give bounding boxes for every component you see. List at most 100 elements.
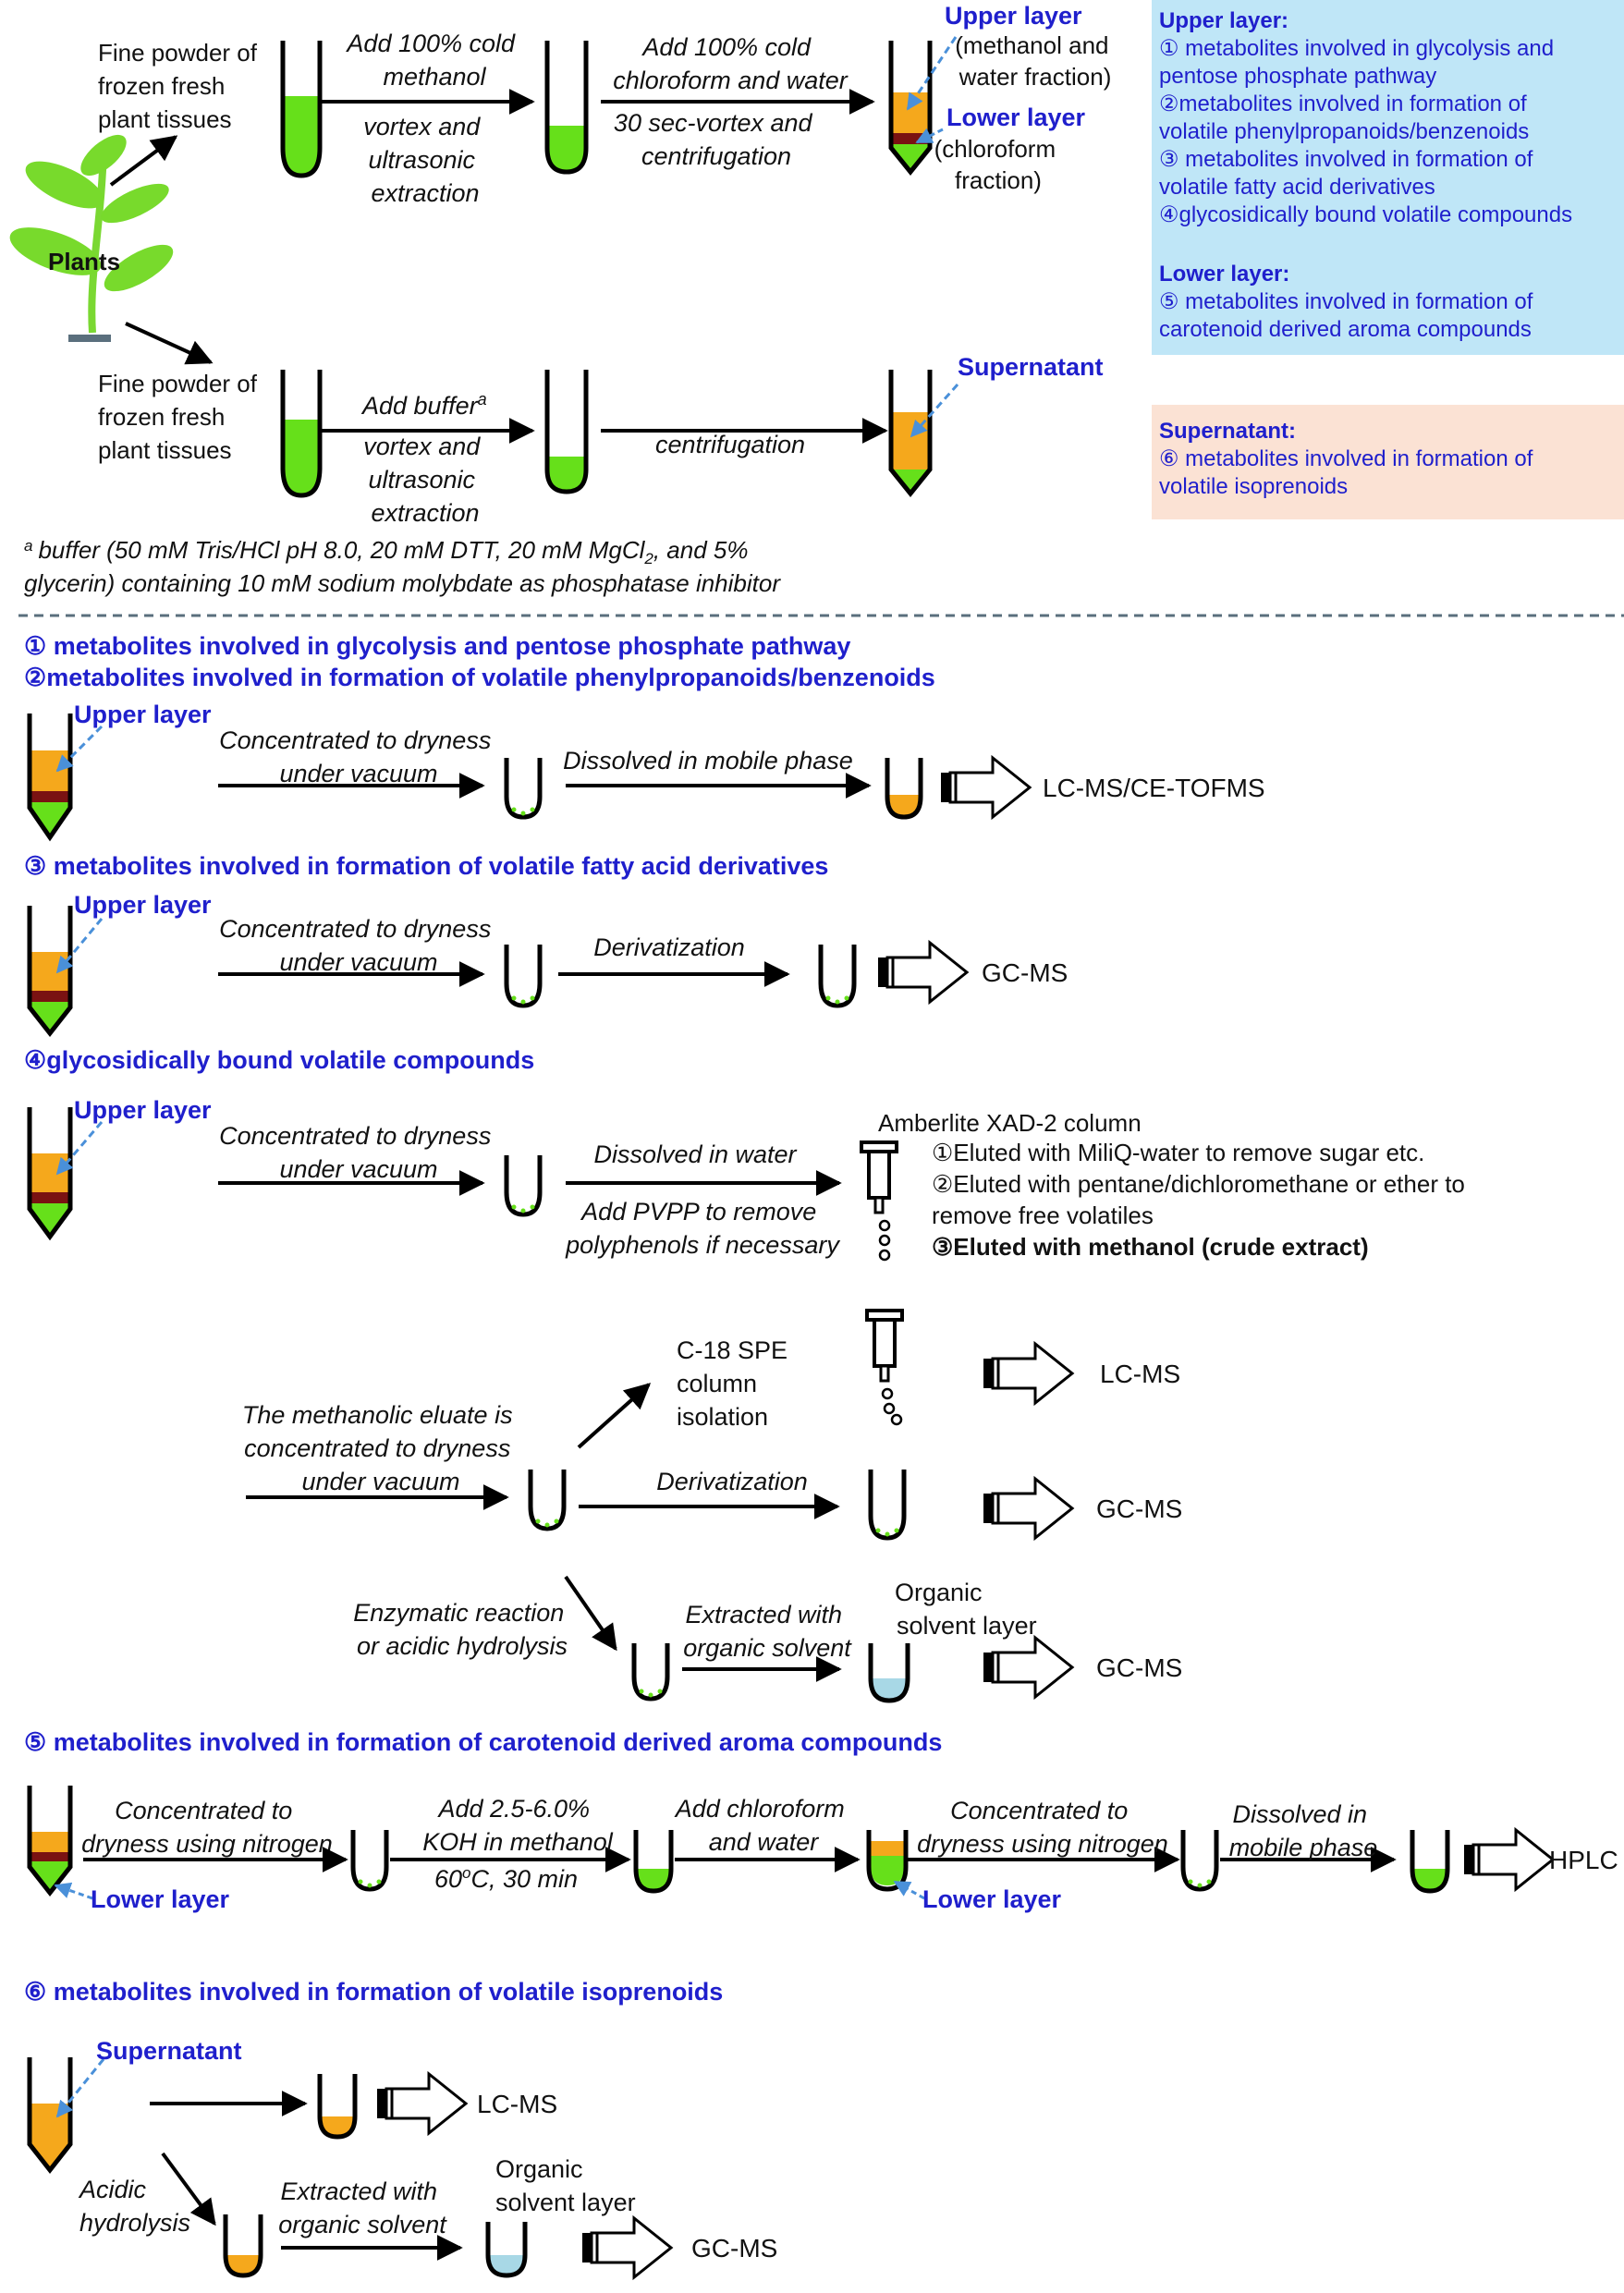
- s6-lcms: LC-MS: [477, 2090, 557, 2118]
- tube-icon: [27, 906, 73, 1038]
- s3-result: GC-MS: [982, 958, 1068, 987]
- tube-icon: [280, 41, 323, 178]
- lower-layer-note: (chloroform fraction): [934, 135, 1063, 194]
- s6-acidic: Acidic hydrolysis: [78, 2176, 190, 2237]
- lower-box-lines: ⑤ metabolites involved in formation of c…: [1159, 289, 1539, 342]
- s4-title: ④glycosidically bound volatile compounds: [24, 1046, 534, 1074]
- s4-extracted: Extracted with organic solvent: [683, 1601, 852, 1662]
- tube-icon: [866, 1830, 909, 1892]
- tube-icon: [544, 370, 589, 494]
- tube-icon: [27, 1786, 73, 1897]
- tube-icon: [885, 758, 923, 820]
- supernatant-label: Supernatant: [958, 353, 1104, 381]
- super-box-heading: Supernatant:: [1159, 419, 1296, 444]
- s4-elute2: ②Eluted with pentane/dichloromethane or …: [932, 1170, 1471, 1229]
- tube-icon: [868, 1643, 910, 1703]
- s4-elute1: ①Eluted with MiliQ-water to remove sugar…: [932, 1139, 1424, 1166]
- tube-icon: [868, 1470, 907, 1541]
- s5-step2-bottom: 60oC, 30 min: [434, 1864, 578, 1893]
- plant-icon: Plants: [9, 134, 174, 342]
- tube-icon: [27, 714, 73, 842]
- row1-step1-bottom: vortex and ultrasonic extraction: [363, 113, 487, 207]
- s4-upper-layer: Upper layer: [74, 1096, 212, 1124]
- tube-icon: [223, 2214, 263, 2278]
- tube-icon: [544, 41, 589, 175]
- s3-step1: Concentrated to dryness under vacuum: [219, 915, 498, 976]
- upper-box-heading: Upper layer:: [1159, 8, 1288, 33]
- column-icon: [860, 1140, 898, 1262]
- hollow-arrow-icon: [982, 1636, 1074, 1699]
- s6-title: ⑥ metabolites involved in formation of v…: [24, 1978, 723, 2006]
- hollow-arrow-icon: [939, 756, 1032, 819]
- s4-c18: C-18 SPE column isolation: [677, 1336, 795, 1431]
- s4-deriv: Derivatization: [656, 1468, 808, 1495]
- plants-label: Plants: [48, 248, 120, 275]
- s4-eluate: The methanolic eluate is concentrated to…: [242, 1401, 519, 1495]
- s3-title: ③ metabolites involved in formation of v…: [24, 852, 828, 880]
- row2-step2: centrifugation: [655, 431, 805, 458]
- s6-supernatant: Supernatant: [96, 2037, 242, 2065]
- tube-icon: [27, 2057, 73, 2175]
- s4-lcms: LC-MS: [1100, 1360, 1180, 1388]
- tube-icon: [504, 758, 543, 820]
- tube-icon: [1180, 1830, 1219, 1892]
- tube-icon: [280, 370, 323, 498]
- powder-label-row2: Fine powder of frozen fresh plant tissue…: [98, 370, 263, 464]
- s5-result: HPLC: [1549, 1846, 1618, 1874]
- upper-layer-note: (methanol and water fraction): [955, 31, 1115, 91]
- hollow-arrow-icon: [375, 2072, 468, 2135]
- s5-title: ⑤ metabolites involved in formation of c…: [24, 1728, 942, 1756]
- powder-label-row1: Fine powder of frozen fresh plant tissue…: [98, 39, 263, 133]
- row1-step2-top: Add 100% cold chloroform and water: [613, 33, 849, 94]
- lower-box-heading: Lower layer:: [1159, 262, 1289, 287]
- s6-organic: Organic solvent layer: [495, 2155, 636, 2216]
- s4-gcms1: GC-MS: [1096, 1494, 1182, 1523]
- hollow-arrow-icon: [982, 1342, 1074, 1405]
- s5-lower-layer2: Lower layer: [922, 1885, 1062, 1913]
- s5-step2-top: Add 2.5-6.0% KOH in methanol: [422, 1795, 614, 1856]
- column-icon: [865, 1309, 904, 1426]
- s12-step2: Dissolved in mobile phase: [563, 747, 853, 774]
- tube-icon: [633, 1830, 674, 1894]
- hollow-arrow-icon: [580, 2216, 673, 2279]
- row1-step2-bottom: 30 sec-vortex and centrifugation: [614, 109, 819, 170]
- s12-upper-layer: Upper layer: [74, 701, 212, 728]
- s4-column-label: Amberlite XAD-2 column: [878, 1109, 1142, 1137]
- upper-layer-box: [1152, 0, 1624, 355]
- s5-lower-layer: Lower layer: [91, 1885, 230, 1913]
- lower-layer-label: Lower layer: [946, 104, 1086, 131]
- s4-enzymatic: Enzymatic reaction or acidic hydrolysis: [353, 1599, 571, 1660]
- hollow-arrow-icon: [1462, 1828, 1555, 1891]
- s6-gcms: GC-MS: [691, 2234, 777, 2263]
- s12-step1: Concentrated to dryness under vacuum: [219, 726, 498, 787]
- tube-icon: [888, 41, 933, 176]
- tube-icon: [504, 945, 543, 1008]
- supernatant-box: [1152, 405, 1624, 519]
- s4-step2-bottom: Add PVPP to remove polyphenols if necess…: [565, 1198, 840, 1259]
- upper-box-lines: ① metabolites involved in glycolysis and…: [1159, 36, 1572, 227]
- row1-step1-top: Add 100% cold methanol: [345, 30, 521, 91]
- s12-title2: ②metabolites involved in formation of vo…: [24, 664, 935, 691]
- s3-upper-layer: Upper layer: [74, 891, 212, 919]
- s5-step5: Dissolved in mobile phase: [1229, 1800, 1378, 1861]
- s4-elute3: ③Eluted with methanol (crude extract): [932, 1233, 1369, 1261]
- s12-result: LC-MS/CE-TOFMS: [1043, 774, 1265, 802]
- tube-icon: [528, 1470, 567, 1531]
- tube-icon: [317, 2074, 358, 2140]
- row2-step1-top: Add buffera: [360, 390, 487, 420]
- s3-step2: Derivatization: [593, 933, 745, 961]
- hollow-arrow-icon: [982, 1477, 1074, 1540]
- row2-step1-bottom: vortex and ultrasonic extraction: [363, 433, 487, 527]
- s5-step3: Add chloroform and water: [674, 1795, 852, 1856]
- s4-step1: Concentrated to dryness under vacuum: [219, 1122, 498, 1183]
- super-box-lines: ⑥ metabolites involved in formation of v…: [1159, 446, 1539, 499]
- s5-step1: Concentrated to dryness using nitrogen: [81, 1797, 333, 1858]
- upper-layer-label: Upper layer: [945, 2, 1082, 30]
- tube-icon: [1410, 1830, 1450, 1894]
- tube-icon: [485, 2222, 528, 2278]
- s4-step2-top: Dissolved in water: [593, 1140, 797, 1168]
- s6-extracted: Extracted with organic solvent: [278, 2177, 447, 2238]
- tube-icon: [27, 1107, 73, 1241]
- tube-icon: [818, 945, 857, 1008]
